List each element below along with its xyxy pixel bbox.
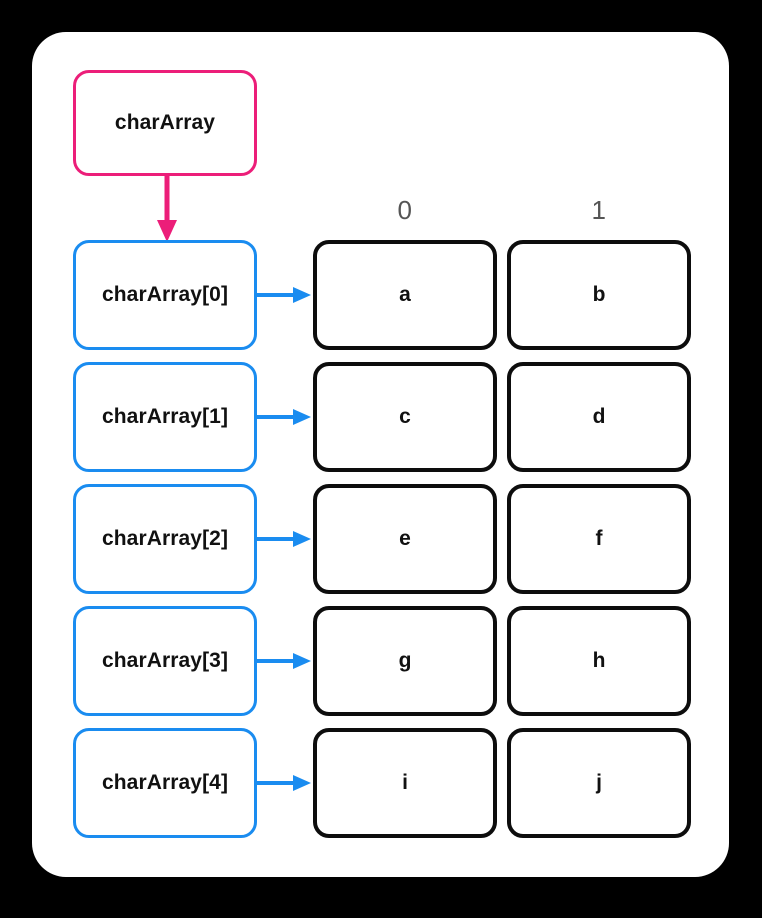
row-label-4-text: charArray[4]: [101, 771, 229, 795]
row-label-0-text: charArray[0]: [101, 283, 229, 307]
cell-2-1[interactable]: f: [507, 484, 691, 594]
cell-2-0[interactable]: e: [313, 484, 497, 594]
cell-0-0-value: a: [399, 283, 411, 307]
row3-to-cells-arrow: [257, 650, 313, 672]
cell-3-0[interactable]: g: [313, 606, 497, 716]
column-header-0-label: 0: [397, 194, 413, 225]
row1-to-cells-arrow: [257, 406, 313, 428]
cell-1-0[interactable]: c: [313, 362, 497, 472]
column-header-1: 1: [507, 192, 691, 228]
row-label-3-text: charArray[3]: [101, 649, 229, 673]
cell-3-1-value: h: [592, 649, 606, 673]
cell-0-1-value: b: [592, 283, 606, 307]
cell-2-0-value: e: [399, 527, 411, 551]
row-label-2[interactable]: charArray[2]: [73, 484, 257, 594]
cell-0-1[interactable]: b: [507, 240, 691, 350]
root-variable-label: charArray: [114, 111, 216, 135]
row-label-1-text: charArray[1]: [101, 405, 229, 429]
row-label-2-text: charArray[2]: [101, 527, 229, 551]
cell-1-1[interactable]: d: [507, 362, 691, 472]
root-variable-box[interactable]: charArray: [73, 70, 257, 176]
cell-3-0-value: g: [398, 649, 412, 673]
row-label-3[interactable]: charArray[3]: [73, 606, 257, 716]
row0-to-cells-arrow: [257, 284, 313, 306]
cell-4-0-value: i: [402, 771, 408, 795]
row-label-0[interactable]: charArray[0]: [73, 240, 257, 350]
column-header-1-label: 1: [591, 194, 607, 225]
cell-3-1[interactable]: h: [507, 606, 691, 716]
row2-to-cells-arrow: [257, 528, 313, 550]
column-header-0: 0: [313, 192, 497, 228]
diagram-card: charArray 0 1 charArray[0] a: [32, 32, 729, 877]
root-to-row0-arrow: [155, 174, 179, 244]
cell-0-0[interactable]: a: [313, 240, 497, 350]
cell-2-1-value: f: [595, 527, 603, 551]
cell-4-1[interactable]: j: [507, 728, 691, 838]
cell-4-0[interactable]: i: [313, 728, 497, 838]
cell-4-1-value: j: [596, 771, 602, 795]
row4-to-cells-arrow: [257, 772, 313, 794]
cell-1-0-value: c: [399, 405, 411, 429]
row-label-1[interactable]: charArray[1]: [73, 362, 257, 472]
row-label-4[interactable]: charArray[4]: [73, 728, 257, 838]
cell-1-1-value: d: [592, 405, 606, 429]
